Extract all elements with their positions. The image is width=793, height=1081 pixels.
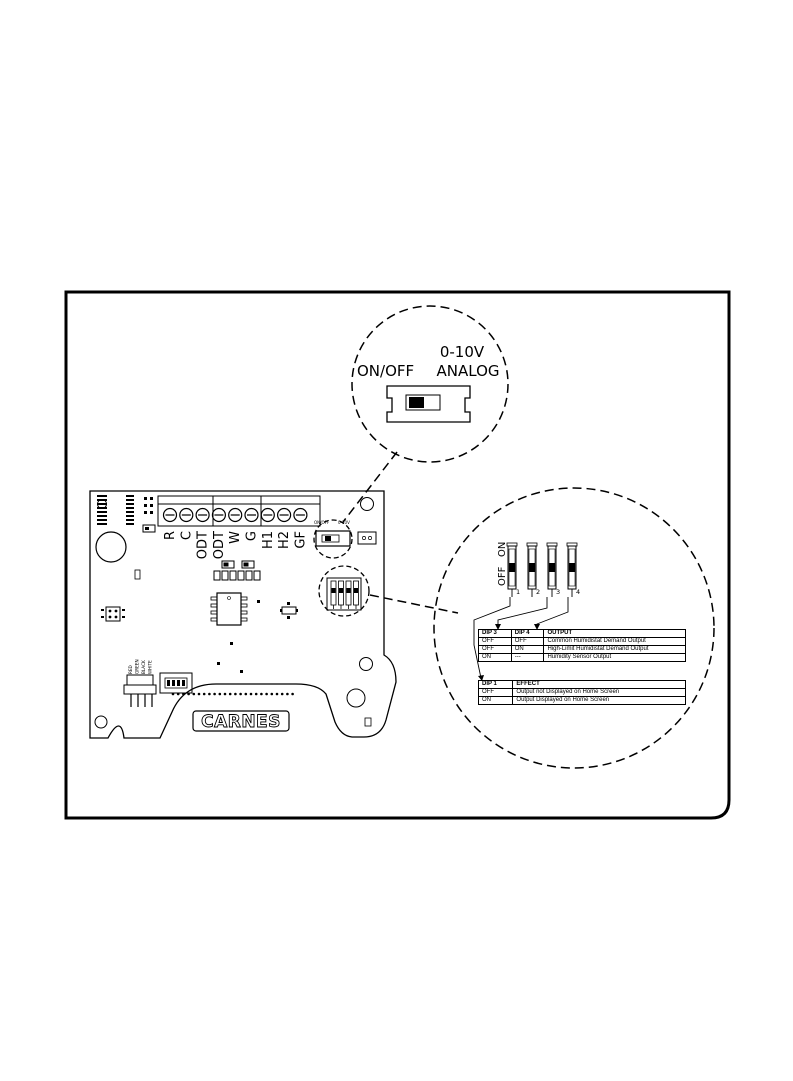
terminal-label: ODT [212,531,227,559]
table-header-cell: OUTPUT [543,629,686,638]
frame-border [64,290,731,820]
board-mode-switch: ON/OFF 0-10V [314,520,377,547]
switch-callout-circle [351,305,509,463]
brand-logo: CARNES [201,712,281,732]
mount-hole [94,715,108,729]
dip-switch-4: 4 [566,542,580,597]
ribbon-header [159,672,193,694]
table-cell: Output not Displayed on Home Screen [512,688,686,697]
dip-off-label: OFF [497,566,508,586]
switch-callout: ON/OFF 0-10V ANALOG [342,305,509,523]
dip-number: 4 [576,588,580,596]
table-cell: Output Displayed on Home Screen [512,696,686,705]
board-dip-switch [326,577,362,611]
terminal-label: ODT [196,531,211,559]
table-cell: Common Humidistat Demand Output [543,637,686,646]
large-mode-switch [386,385,471,423]
dip-switch-bank: 1 2 3 4 [506,542,580,597]
mount-hole [359,657,373,671]
onoff-label: ON/OFF [357,362,414,380]
terminal-screw [244,507,259,523]
board-switch-left-label: ON/OFF [314,520,330,525]
terminal-screw [228,507,243,523]
table-cell: ON [478,653,512,662]
table-cell: OFF [510,637,545,646]
terminal-label: H2 [277,531,292,549]
table-cell: Humidity Sensor Output [543,653,686,662]
dip-switch-3: 3 [546,542,560,597]
arrow-dip1 [473,597,511,679]
table-cell: OFF [478,645,512,654]
table-header-cell: DIP 4 [510,629,545,638]
dip-number: 1 [516,588,520,596]
terminal-screw [179,507,194,523]
table-header-cell: EFFECT [512,680,686,689]
table-cell: --- [510,653,545,662]
ic-chip [210,592,248,626]
terminal-label: G [245,531,260,541]
terminal-label: C [179,531,194,540]
terminal-screw [162,507,178,523]
mount-hole [360,497,374,511]
terminal-screw [195,507,210,523]
wire-color-label: WHITE [148,660,153,674]
dip-number: 3 [556,588,560,596]
board-outline [89,490,397,739]
table-header-cell: DIP 1 [477,680,514,689]
dip-callout-circle [433,487,715,769]
dip-number: 2 [536,588,540,596]
board-switch-right-label: 0-10V [338,520,350,525]
terminal-label: W [228,531,243,544]
buzzer [95,531,127,563]
dip-callout: ON OFF 1 2 3 4 [369,487,715,769]
table-cell: OFF [477,688,514,697]
brand-plate [192,710,290,732]
mount-hole [346,688,366,708]
wire-color-label: GREEN [135,659,140,674]
terminal-label: GF [293,531,308,549]
dip-on-label: ON [497,542,508,557]
table-row: ON---Humidity Sensor Output [478,653,686,662]
wire-color-label: BLACK [141,660,146,674]
analog-label-top: 0-10V [440,343,485,361]
table-cell: OFF [478,637,512,646]
table-cell: ON [477,696,514,705]
terminal-screw [260,507,275,523]
switch-zoom-marker [313,519,353,559]
connector-6pin [101,606,125,622]
pin-row [171,692,294,696]
dip-switch-1: 1 [506,542,520,597]
transistor [280,602,298,619]
terminal-screw [293,507,308,523]
table-cell: ON [510,645,545,654]
dip-zoom-marker [318,565,370,617]
capacitors [213,560,261,581]
terminal-label: R [163,531,178,540]
table-header-cell: DIP 3 [478,629,512,638]
terminal-screw [211,507,226,523]
terminal-label: H1 [261,531,276,549]
analog-label-bottom: ANALOG [437,362,500,380]
pin-header [97,495,153,525]
wire-color-label: RED [128,665,133,674]
dip-switch-2: 2 [526,542,540,597]
table-cell: High-Limit Humidistat Demand Output [543,645,686,654]
terminal-screw [277,507,292,523]
